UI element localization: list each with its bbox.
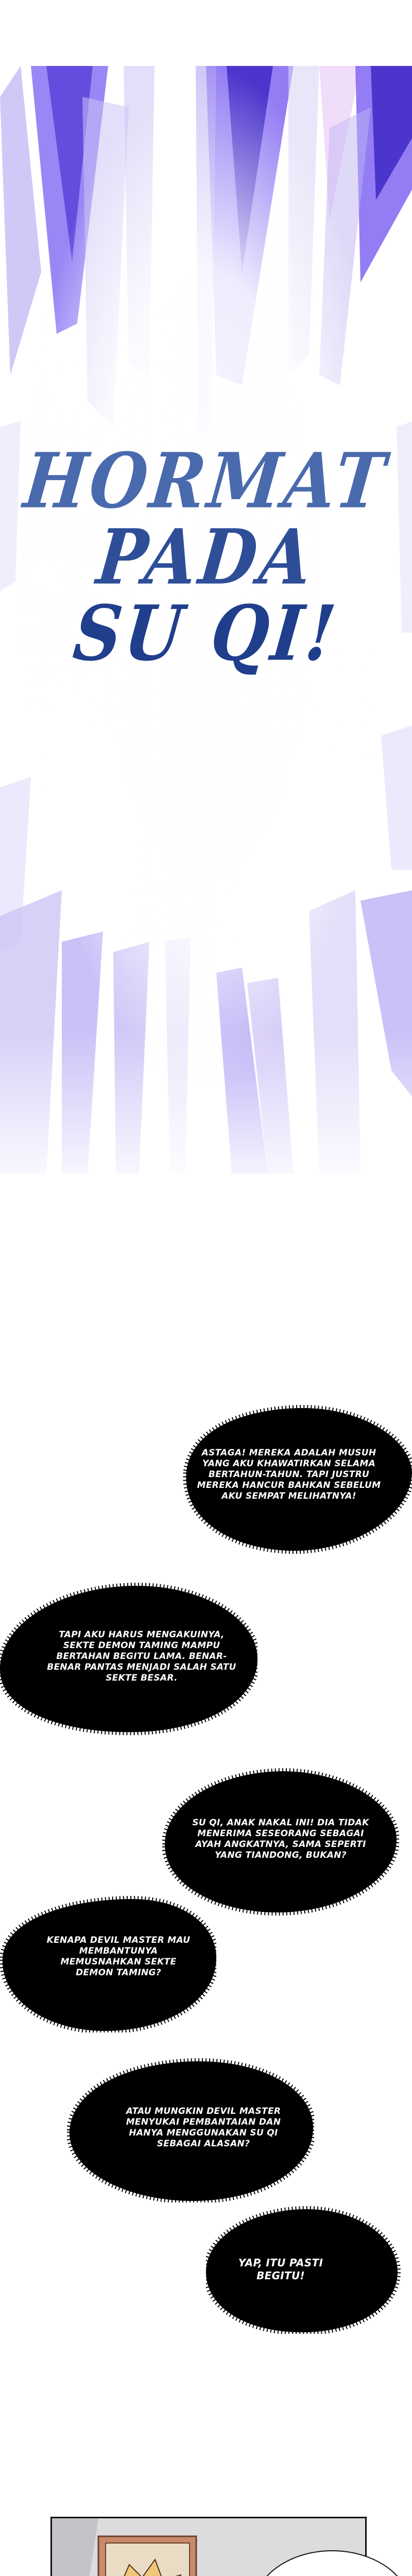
thought-bubble-text: ATAU MUNGKIN DEVIL MASTER MENYUKAI PEMBA… xyxy=(126,2106,281,2149)
title-line-3: SU QI! xyxy=(69,589,343,679)
thought-bubble-1: ASTAGA! MEREKA ADALAH MUSUH YANG AKU KHA… xyxy=(181,1394,412,1556)
spiky-bubble-shape xyxy=(0,1582,258,1736)
thought-bubble-5: ATAU MUNGKIN DEVIL MASTER MENYUKAI PEMBA… xyxy=(67,2053,314,2202)
thought-bubble-text: SU QI, ANAK NAKAL INI! DIA TIDAK MENERIM… xyxy=(192,1818,369,1860)
thought-bubble-2: TAPI AKU HARUS MENGAKUINYA, SEKTE DEMON … xyxy=(0,1577,258,1736)
thought-bubble-6: YAP, ITU PASTI BEGITU! xyxy=(206,2205,402,2334)
spiky-bubble-shape xyxy=(0,1896,216,2032)
spiky-bubble-shape xyxy=(67,2058,314,2202)
title-burst-panel xyxy=(0,66,412,1199)
thought-bubble-text: KENAPA DEVIL MASTER MAU MEMBANTUNYA MEMU… xyxy=(46,1935,191,1978)
spiky-bubble-shape xyxy=(206,2206,401,2334)
title-line-1: HORMAT xyxy=(20,436,392,526)
spiky-bubble-shape xyxy=(183,1404,412,1554)
spiky-bubble-shape xyxy=(162,1768,399,1916)
thought-bubble-text: ASTAGA! MEREKA ADALAH MUSUH YANG AKU KHA… xyxy=(197,1448,381,1501)
title-line-2: PADA xyxy=(93,513,319,602)
thought-bubble-text: YAP, ITU PASTI BEGITU! xyxy=(238,2257,323,2282)
title-text: HORMAT PADA SU QI! xyxy=(0,437,412,679)
thought-bubble-4: KENAPA DEVIL MASTER MAU MEMBANTUNYA MEMU… xyxy=(0,1896,216,2032)
thought-bubble-text: TAPI AKU HARUS MENGAKUINYA, SEKTE DEMON … xyxy=(47,1629,236,1683)
thought-bubble-3: SU QI, ANAK NAKAL INI! DIA TIDAK MENERIM… xyxy=(162,1762,399,1917)
purple-speed-lines xyxy=(0,66,412,1199)
